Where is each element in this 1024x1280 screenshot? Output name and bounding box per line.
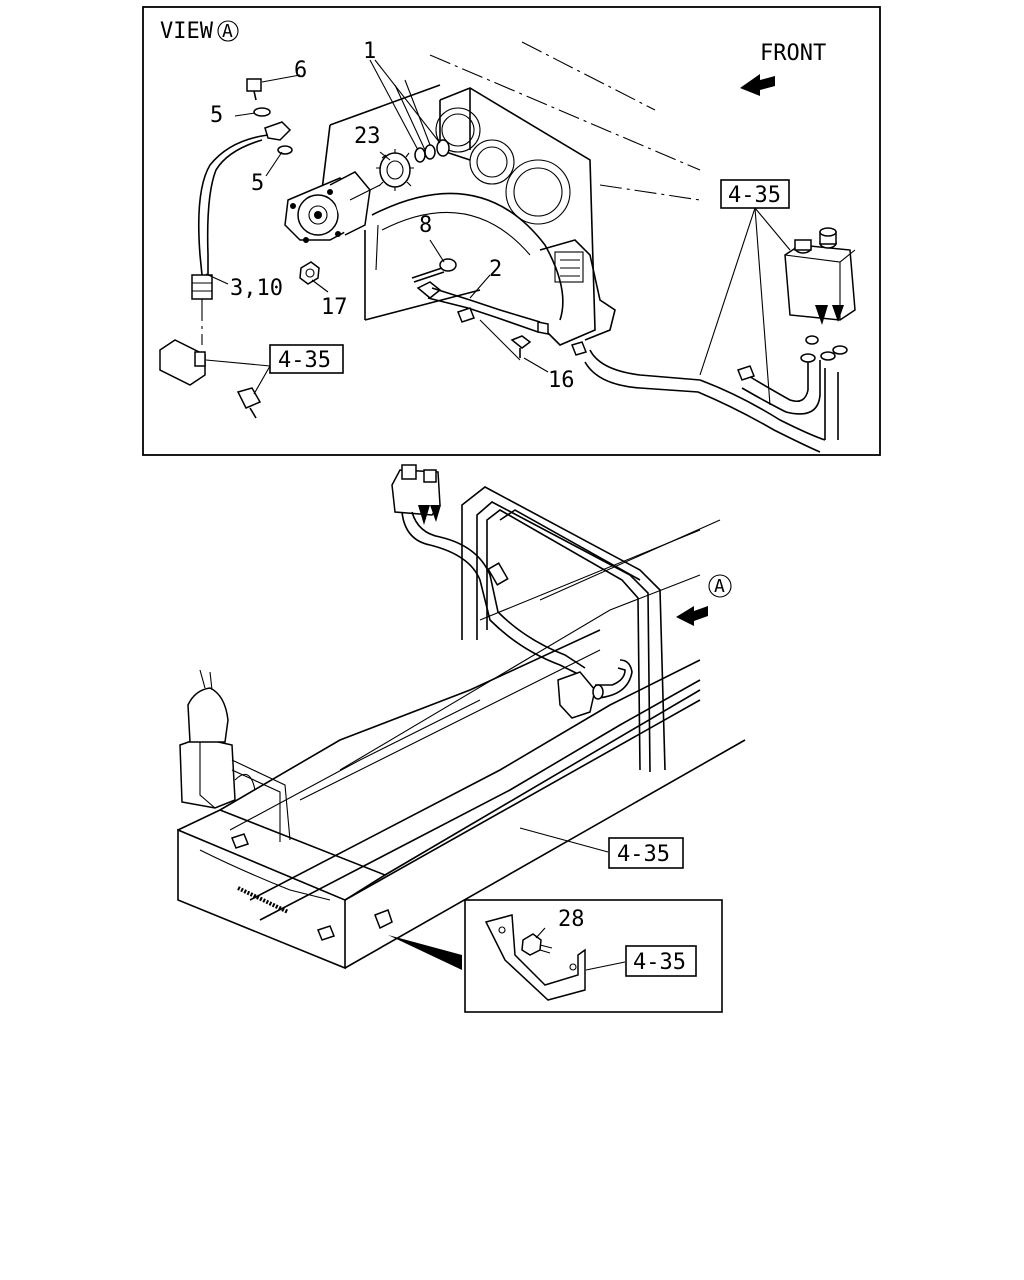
callout-2: 2 bbox=[489, 257, 502, 282]
flywheel-housing bbox=[371, 87, 616, 346]
callout-5a: 5 bbox=[210, 103, 223, 128]
bolt-16 bbox=[510, 335, 588, 358]
callout-8: 8 bbox=[419, 213, 432, 238]
callout-17: 17 bbox=[321, 295, 348, 320]
chassis-panel: A 4-35 28 4-35 bbox=[177, 464, 746, 1013]
leader-lines bbox=[205, 59, 791, 406]
view-marker-circle: A bbox=[217, 20, 239, 42]
grille-detail bbox=[231, 833, 335, 941]
chassis-reservoir bbox=[391, 464, 441, 525]
callout-3-10: 3,10 bbox=[230, 276, 283, 301]
hose-line bbox=[191, 134, 269, 300]
callout-6: 6 bbox=[294, 58, 307, 83]
chassis-view-marker: A bbox=[708, 574, 732, 598]
callout-16: 16 bbox=[548, 368, 575, 393]
front-arrow-icon bbox=[740, 74, 775, 96]
reservoir-tank bbox=[784, 227, 856, 325]
chassis-hose bbox=[401, 511, 633, 719]
inset-pointer bbox=[388, 935, 462, 970]
svg-text:4-35: 4-35 bbox=[617, 842, 670, 867]
view-direction-arrow-icon bbox=[676, 606, 708, 626]
svg-text:A: A bbox=[714, 576, 725, 597]
pump-body bbox=[284, 171, 381, 243]
banjo-fitting bbox=[264, 121, 292, 141]
gear-part bbox=[376, 149, 414, 191]
inset-detail-panel: 28 4-35 bbox=[464, 899, 723, 1013]
ref-box-top-right: 4-35 bbox=[720, 179, 790, 209]
bolt-6 bbox=[246, 78, 262, 101]
callout-28: 28 bbox=[558, 907, 585, 932]
tube-lines bbox=[584, 335, 848, 453]
svg-text:4-35: 4-35 bbox=[728, 183, 781, 208]
washer-parts bbox=[414, 139, 450, 163]
frame-rails bbox=[177, 519, 746, 970]
svg-text:4-35: 4-35 bbox=[278, 348, 331, 373]
callout-5b: 5 bbox=[251, 171, 264, 196]
front-label: FRONT bbox=[760, 41, 826, 66]
callout-23: 23 bbox=[354, 124, 381, 149]
roll-bar bbox=[461, 486, 666, 773]
ref-box-chassis: 4-35 bbox=[608, 837, 684, 869]
nut-17 bbox=[299, 261, 320, 285]
view-marker-letter: A bbox=[222, 21, 233, 42]
clamp bbox=[374, 909, 393, 930]
washer-5a bbox=[253, 107, 271, 117]
ref-box-top-left: 4-35 bbox=[269, 344, 344, 374]
ref-box-inset bbox=[625, 945, 697, 977]
bolt-8 bbox=[411, 258, 457, 283]
pipe-2 bbox=[416, 281, 549, 335]
svg-text:4-35: 4-35 bbox=[633, 950, 686, 975]
washer-5b bbox=[277, 145, 293, 155]
view-label: VIEW bbox=[160, 19, 214, 44]
steering-box bbox=[179, 669, 291, 842]
callout-1: 1 bbox=[363, 39, 376, 64]
view-a-panel: VIEW A FRONT bbox=[142, 6, 881, 456]
